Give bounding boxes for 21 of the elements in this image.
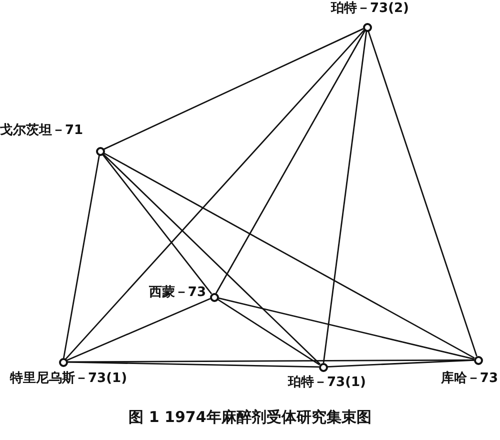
connector-line xyxy=(103,28,364,150)
connector-line xyxy=(102,154,212,294)
connector-line xyxy=(66,361,320,368)
connector-line xyxy=(322,30,368,364)
node-label: 库哈－73 xyxy=(440,370,498,388)
node-label: 西蒙－73 xyxy=(148,284,206,302)
connector-line xyxy=(326,359,474,368)
connector-line xyxy=(63,154,100,358)
node-label: 戈尔茨坦－71 xyxy=(0,122,84,140)
figure-caption: 图 1 1974年麻醉剂受体研究集束图 xyxy=(128,407,372,428)
node-label: 珀特－73(1) xyxy=(286,374,368,392)
node-label: 特里尼乌斯－73(1) xyxy=(10,370,128,388)
connector-line xyxy=(102,153,321,365)
connector-line xyxy=(368,30,478,356)
connector-line xyxy=(66,298,211,362)
connector-line xyxy=(215,30,366,294)
connector-line xyxy=(218,297,474,360)
node-label: 珀特－73(2) xyxy=(330,0,410,18)
connector-line xyxy=(65,29,365,360)
connector-line xyxy=(103,152,475,359)
connector-line xyxy=(216,298,320,366)
